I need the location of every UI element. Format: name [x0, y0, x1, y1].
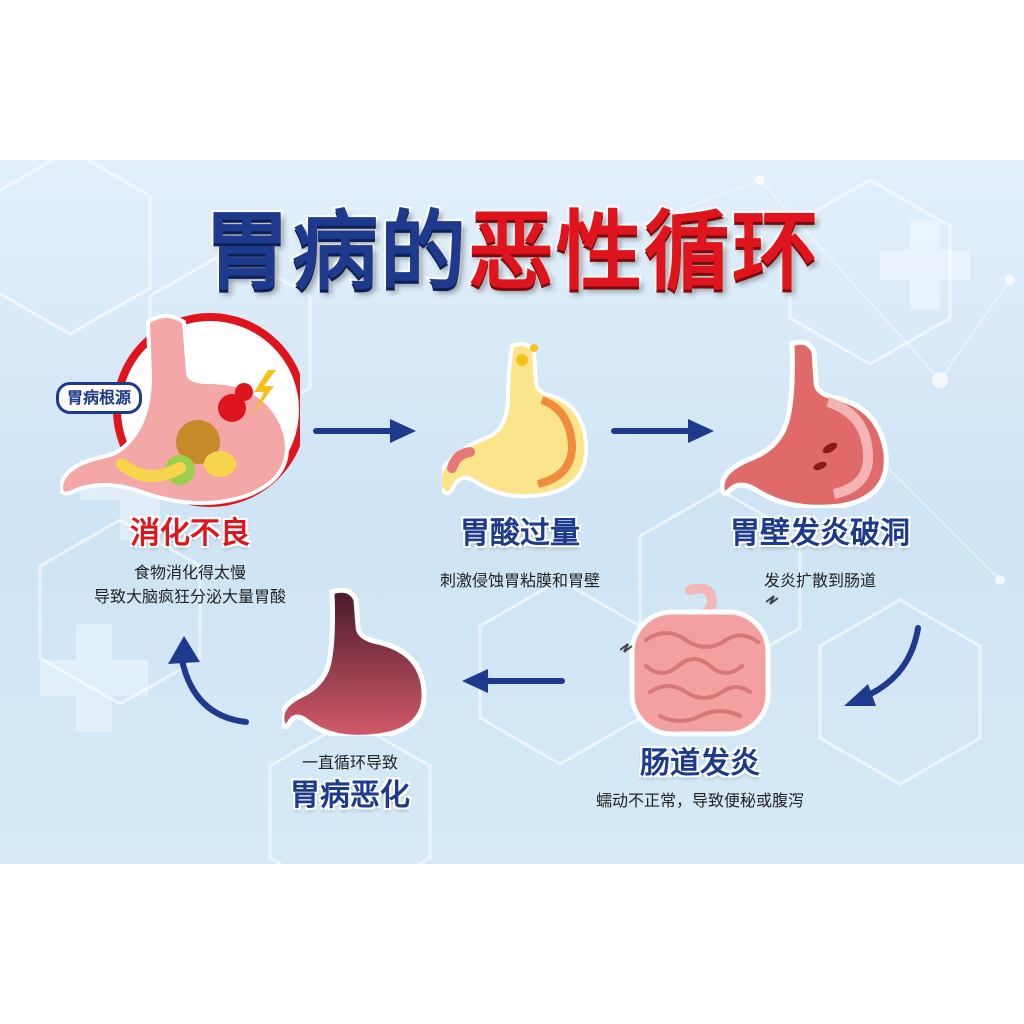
stage-1-desc-line-1: 食物消化得太慢: [60, 562, 320, 584]
stage-5-desc-line-1: 一直循环导致: [250, 752, 450, 774]
stage-3-desc-line-1: 发炎扩散到肠道: [710, 570, 930, 592]
arrow-icon: [312, 416, 422, 446]
intestine-icon: [620, 584, 780, 744]
inflamed-stomach-icon: [720, 338, 910, 508]
arrow-icon: [836, 620, 936, 720]
title-accent: 恶性循环: [468, 202, 820, 302]
stage-3-label: 胃壁发炎破洞: [710, 516, 930, 552]
arrow-icon: [456, 666, 566, 696]
stage-4-label: 肠道发炎: [600, 746, 800, 782]
arrow-icon: [160, 630, 260, 730]
stage-1-desc-line-2: 导致大脑疯狂分泌大量胃酸: [60, 586, 320, 608]
title-main: 胃病的: [204, 202, 468, 302]
arrow-icon: [610, 416, 720, 446]
stage-4-desc-line-1: 蠕动不正常，导致便秘或腹泻: [560, 790, 840, 812]
page-title: 胃病的恶性循环: [0, 202, 1024, 302]
stage-5-label: 胃病恶化: [250, 778, 450, 814]
stomach-acid-icon: [442, 340, 592, 500]
stage-2-label: 胃酸过量: [420, 516, 620, 552]
stage-2-desc-line-1: 刺激侵蚀胃粘膜和胃壁: [400, 570, 640, 592]
stage-1-label: 消化不良: [90, 516, 290, 552]
dark-stomach-icon: [282, 586, 442, 736]
root-cause-badge: 胃病根源: [56, 382, 142, 414]
poster: 胃病的恶性循环 胃病根源: [0, 160, 1024, 864]
